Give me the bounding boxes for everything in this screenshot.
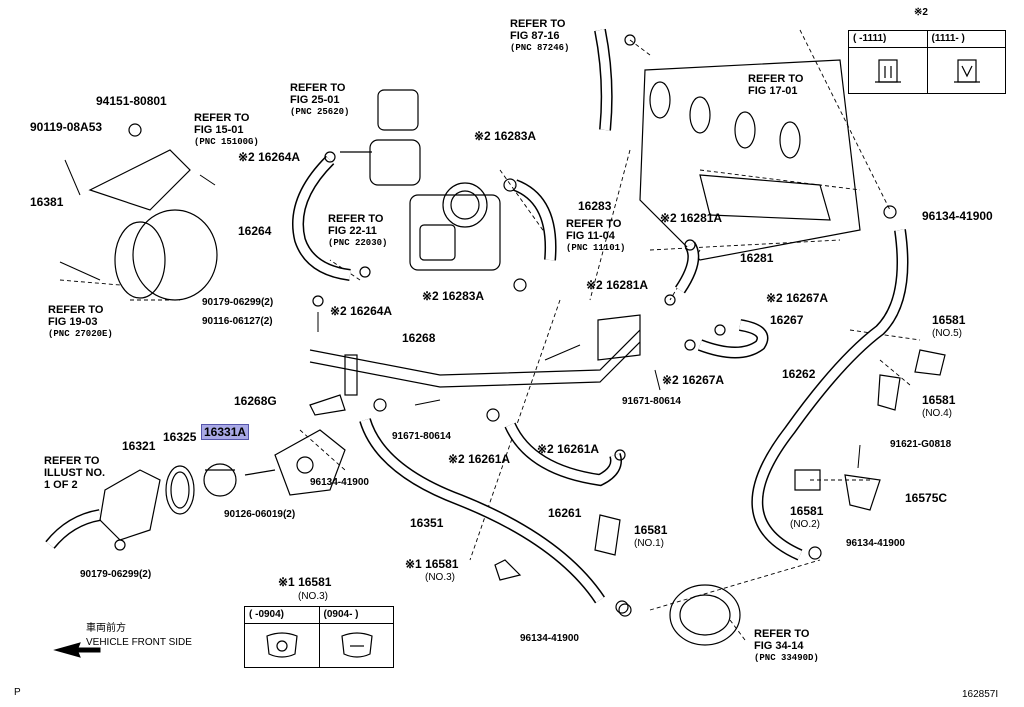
part-96134-41900-top-right[interactable]: 96134-41900 [922,209,993,223]
part-16264[interactable]: 16264 [238,224,272,238]
water-outlet [618,584,741,646]
iac-valve [340,89,421,186]
part-16575C[interactable]: 16575C [905,491,948,505]
front-arrow-icon [53,642,101,658]
part-16331A[interactable]: 16331A [201,424,250,440]
part-16281A-upper[interactable]: ※2 16281A [660,211,723,225]
table-top-col2: (1111- ) [926,31,1006,47]
part-90126-06019[interactable]: 90126-06019(2) [224,509,296,520]
part-16581-no1[interactable]: 16581(NO.1) [634,523,668,550]
water-inlet [99,429,346,541]
part-91621-G0818[interactable]: 91621-G0818 [890,439,952,450]
part-16321[interactable]: 16321 [122,439,156,453]
part-90116-06127[interactable]: 90116-06127(2) [202,316,273,327]
part-96134-41900-bottom-right[interactable]: 96134-41900 [846,538,905,549]
part-16283A-upper[interactable]: ※2 16283A [474,129,537,143]
part-16325[interactable]: 16325 [163,430,197,444]
part-16261A-right[interactable]: ※2 16261A [537,442,600,456]
clip-variant-a-icon [849,48,927,93]
variant-table-bottom: ( -0904) (0904- ) [244,606,394,668]
part-16351[interactable]: 16351 [410,516,444,530]
part-16264A-upper[interactable]: ※2 16264A [238,150,301,164]
table-bottom-title: ※1 16581 [278,575,332,589]
part-94151-80801[interactable]: 94151-80801 [96,94,167,108]
part-90179-06299-lower[interactable]: 90179-06299(2) [80,569,152,580]
clip-no3-variant-b-icon [319,624,394,667]
part-16261A-left[interactable]: ※2 16261A [448,452,511,466]
bolts [59,159,861,469]
part-91671-80614-right[interactable]: 91671-80614 [622,396,681,407]
part-16267A-upper[interactable]: ※2 16267A [766,291,829,305]
vehicle-front-en: VEHICLE FRONT SIDE [86,637,192,648]
pipe-16268 [309,329,641,396]
part-16261[interactable]: 16261 [548,506,582,520]
figure-id: 162857I [962,689,999,700]
pump-assembly [88,149,218,301]
part-16581-no2[interactable]: 16581(NO.2) [790,504,824,531]
part-16262[interactable]: 16262 [782,367,816,381]
leader-lines [59,29,921,641]
part-90179-06299-upper[interactable]: 90179-06299(2) [202,297,274,308]
table-bottom-subtitle: (NO.3) [298,591,328,602]
part-16267A-lower[interactable]: ※2 16267A [662,373,725,387]
clip-variant-b-icon [927,48,1006,93]
part-16267[interactable]: 16267 [770,313,804,327]
corner-mark: P [14,687,21,698]
table-top-col1: ( -1111) [853,33,887,44]
part-96134-41900-mid[interactable]: 96134-41900 [310,477,369,488]
part-16581-no4[interactable]: 16581(NO.4) [922,393,956,420]
part-16268[interactable]: 16268 [402,331,436,345]
part-16283[interactable]: 16283 [578,199,612,213]
vehicle-front-jp: 車両前方 [86,623,126,634]
part-16581-no5[interactable]: 16581(NO.5) [932,313,966,340]
throttle-body [409,182,501,271]
table-bottom-col2: (0904- ) [318,607,394,623]
table-bottom-col1: ( -0904) [249,609,285,620]
hoses-inner [46,29,907,603]
part-90119-08A53[interactable]: 90119-08A53 [30,120,103,134]
table-top-mark: ※2 [914,7,928,18]
exhaust-manifold [639,59,861,261]
part-16268G[interactable]: 16268G [234,394,277,408]
part-16283A-lower[interactable]: ※2 16283A [422,289,485,303]
brackets [494,314,946,581]
part-16581-no3[interactable]: ※1 16581(NO.3) [405,557,459,584]
part-16264A-lower[interactable]: ※2 16264A [330,304,393,318]
clamps [114,34,897,614]
variant-table-top: ( -1111) (1111- ) [848,30,1006,94]
part-91671-80614-mid[interactable]: 91671-80614 [392,431,451,442]
part-16281[interactable]: 16281 [740,251,774,265]
clip-no3-variant-a-icon [245,624,319,667]
part-96134-41900-bottom[interactable]: 96134-41900 [520,633,579,644]
part-16381[interactable]: 16381 [30,195,64,209]
part-16281A-lower[interactable]: ※2 16281A [586,278,649,292]
